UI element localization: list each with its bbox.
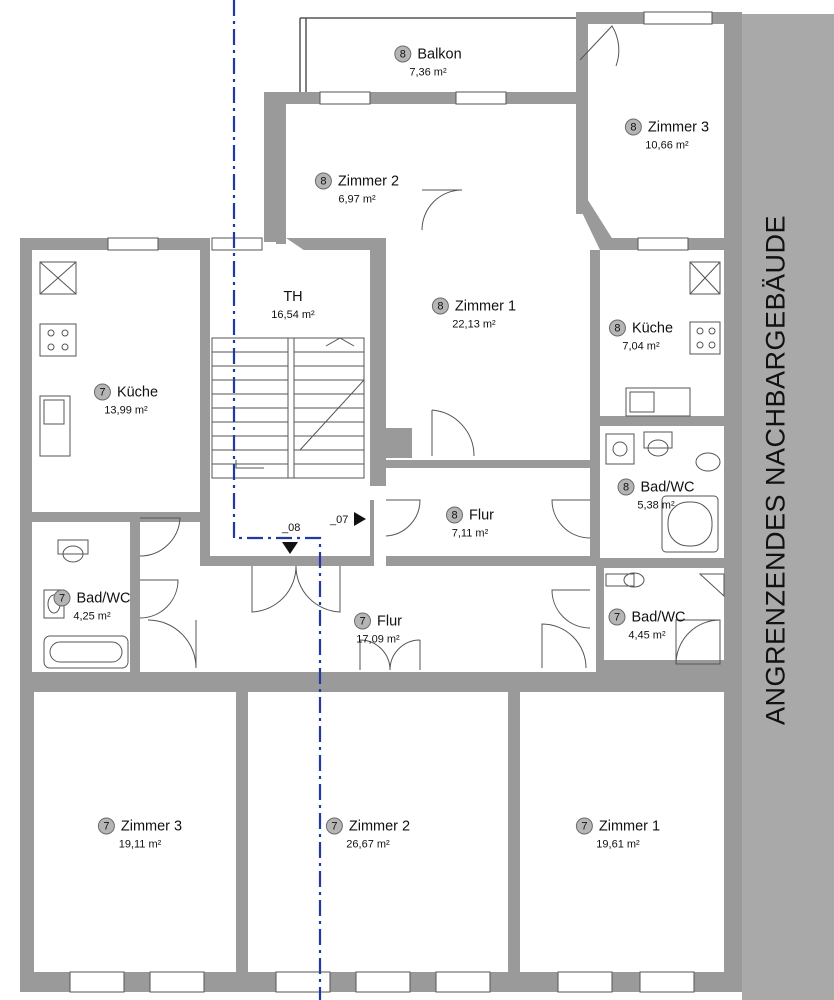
floor-badge: 8 [624, 118, 642, 136]
neighbor-building-label: ANGRENZENDES NACHBARGEBÄUDE [760, 214, 791, 726]
room-name: Küche [116, 384, 159, 400]
marker-08-label: _08 [282, 522, 301, 534]
room-area: 13,99 m² [104, 404, 148, 417]
room-name: Bad/WC [631, 609, 686, 625]
room-area: 7,04 m² [622, 340, 660, 353]
room-badR7: 7 Bad/WC 4,45 m² [608, 608, 686, 642]
floor-badge: 8 [608, 319, 626, 337]
floor-badge: 7 [53, 589, 71, 607]
room-kuecheR: 8 Küche 7,04 m² [608, 319, 674, 353]
room-kuecheL: 7 Küche 13,99 m² [93, 383, 159, 417]
staircase [211, 337, 365, 479]
marker-08-arrow [282, 542, 298, 554]
door-swings [139, 25, 620, 671]
floor-badge: 7 [608, 608, 626, 626]
room-z3top: 8 Zimmer 3 10,66 m² [624, 118, 710, 152]
marker-07-label: _07 [330, 514, 349, 526]
room-z1top: 8 Zimmer 1 22,13 m² [431, 297, 517, 331]
room-z3bot: 7 Zimmer 3 19,11 m² [97, 817, 183, 851]
windows [69, 11, 713, 993]
room-area: 10,66 m² [645, 139, 689, 152]
floor-badge: 8 [446, 506, 464, 524]
marker-07-arrow [354, 512, 366, 526]
room-name: Zimmer 3 [647, 119, 710, 135]
fixtures [39, 261, 725, 669]
room-area: 22,13 m² [452, 318, 496, 331]
room-area: 16,54 m² [271, 309, 315, 321]
floor-badge: 8 [394, 45, 412, 63]
room-area: 26,67 m² [346, 838, 390, 851]
room-z2top: 8 Zimmer 2 6,97 m² [314, 172, 400, 206]
room-area: 6,97 m² [338, 193, 376, 206]
room-area: 4,25 m² [73, 610, 111, 623]
room-z1bot: 7 Zimmer 1 19,61 m² [575, 817, 661, 851]
room-interiors [32, 24, 724, 972]
room-name: Küche [631, 320, 674, 336]
room-flur8: 8 Flur 7,11 m² [446, 506, 494, 540]
room-name: Zimmer 3 [120, 818, 183, 834]
room-name: Flur [469, 507, 494, 523]
floor-badge: 8 [617, 478, 635, 496]
room-flur7: 7 Flur 17,09 m² [354, 612, 402, 646]
room-area: 7,36 m² [409, 66, 447, 79]
room-balkon: 8 Balkon 7,36 m² [394, 45, 462, 79]
room-badR8: 8 Bad/WC 5,38 m² [617, 478, 695, 512]
room-badL7: 7 Bad/WC 4,25 m² [53, 589, 131, 623]
room-th: TH 16,54 m² [271, 289, 314, 321]
floor-badge: 7 [575, 817, 593, 835]
floor-badge: 7 [93, 383, 111, 401]
floor-badge: 7 [354, 612, 372, 630]
room-area: 4,45 m² [628, 629, 666, 642]
room-name: TH [283, 289, 303, 305]
room-name: Zimmer 1 [454, 298, 517, 314]
room-name: Bad/WC [640, 479, 695, 495]
room-z2bot: 7 Zimmer 2 26,67 m² [325, 817, 411, 851]
floor-badge: 7 [325, 817, 343, 835]
section-line [232, 0, 322, 1000]
neighbor-building [742, 14, 834, 1000]
room-name: Flur [377, 613, 402, 629]
room-area: 19,61 m² [596, 838, 640, 851]
room-name: Zimmer 2 [348, 818, 411, 834]
floor-badge: 8 [431, 297, 449, 315]
room-area: 7,11 m² [451, 527, 489, 540]
room-name: Zimmer 2 [337, 173, 400, 189]
floor-badge: 8 [314, 172, 332, 190]
room-area: 5,38 m² [637, 499, 675, 512]
room-area: 19,11 m² [118, 838, 162, 851]
room-name: Bad/WC [76, 590, 131, 606]
floor-badge: 7 [97, 817, 115, 835]
room-area: 17,09 m² [356, 633, 400, 646]
room-name: Zimmer 1 [598, 818, 661, 834]
balcony-outline [299, 17, 620, 95]
room-name: Balkon [417, 46, 462, 62]
